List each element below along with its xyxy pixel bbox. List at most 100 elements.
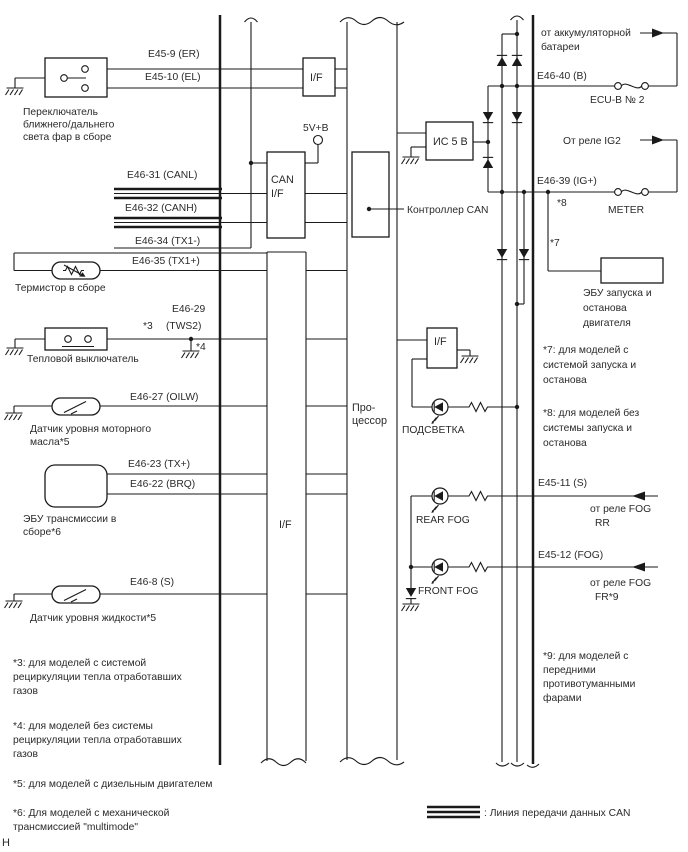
fluid-level-sensor: Датчик уровня жидкости*5: [3, 585, 347, 624]
footnotes-left: *3: для моделей с системой рециркуляции …: [13, 658, 212, 833]
label-headlight-2: ближнего/дальнего: [23, 119, 115, 131]
label-e46-40: E46-40 (B): [537, 71, 587, 82]
label-oil-1: Датчик уровня моторного: [30, 424, 151, 435]
label-e46-34: E46-34 (TX1-): [135, 236, 200, 247]
label-e45-9: E45-9 (ER): [148, 49, 200, 60]
can-controller-box: Контроллер CAN: [351, 151, 488, 238]
label-backlight: ПОДСВЕТКА: [402, 425, 465, 436]
can-if-label-2: I/F: [271, 188, 284, 200]
label-start-stop-1: ЭБУ запуска и: [583, 288, 652, 299]
thermal-switch: Тепловой выключатель: [4, 327, 139, 365]
note-5: *5: для моделей с дизельным двигателем: [13, 779, 212, 790]
label-star8: *8: [557, 198, 567, 209]
tx1-minus-wire: [114, 160, 267, 249]
label-trans-ecu-1: ЭБУ трансмиссии в: [23, 514, 117, 525]
label-star4: *4: [196, 342, 206, 353]
note-9-line-1: *9: для моделей с: [543, 651, 628, 662]
backlight-circuit: I/F ПОДСВЕТКА: [397, 327, 520, 436]
ground-headlight-switch: [4, 87, 25, 96]
fuse-ecu-b-2: [614, 82, 649, 90]
if-top-box: I/F: [302, 57, 347, 97]
note-3-line-2: рециркуляции тепла отработавших: [13, 671, 183, 683]
tx1-riser-line: [244, 17, 258, 248]
label-start-stop-3: двигателя: [583, 318, 631, 329]
power-5v-b: 5V+B: [303, 123, 329, 164]
label-e46-8: E46-8 (S): [130, 577, 174, 588]
ground-fog: [400, 603, 421, 612]
label-e46-29a: E46-29: [172, 304, 205, 315]
diode-fog-ground: [405, 587, 417, 600]
note-8-line-1: *8: для моделей без: [543, 407, 640, 419]
label-e45-11: E45-11 (S): [538, 478, 587, 489]
label-from-ig2: От реле IG2: [563, 136, 621, 147]
note-3-line-3: газов: [13, 686, 38, 697]
label-headlight-3: света фар в сборе: [23, 131, 112, 143]
rear-fog-circuit: REAR FOG E45-11 (S) от реле FOG RR: [411, 478, 658, 529]
label-can-controller: Контроллер CAN: [407, 205, 488, 216]
label-e46-31: E46-31 (CANL): [127, 170, 197, 181]
can-if-label-1: CAN: [271, 174, 294, 186]
if-tall-label: I/F: [279, 519, 292, 531]
label-e45-10: E45-10 (EL): [145, 72, 201, 83]
can-low-line: [114, 187, 267, 200]
diode-network: [482, 15, 540, 768]
note-7-line-3: останова: [543, 375, 587, 386]
resistor-rear-fog: [465, 490, 492, 502]
ic-5v-box: ИС 5 В: [397, 121, 488, 165]
label-thermal-switch: Тепловой выключатель: [27, 354, 139, 365]
led-backlight: [430, 398, 449, 425]
page-marker: H: [2, 837, 10, 849]
label-from-battery-2: батареи: [541, 41, 580, 53]
thermistor-assembly: Термистор в сборе: [15, 261, 106, 294]
tws2-wire: [107, 336, 347, 359]
note-4-line-3: газов: [13, 749, 38, 760]
label-e46-32: E46-32 (CANH): [125, 203, 197, 214]
label-e46-35: E46-35 (TX1+): [132, 256, 200, 267]
note-4-line-2: рециркуляции тепла отработавших: [13, 734, 183, 746]
note-9-line-2: передними: [543, 665, 596, 676]
label-from-fog-rr-2: RR: [595, 518, 610, 529]
label-e46-29b: (TWS2): [166, 321, 201, 332]
ground-oil-sensor: [3, 412, 24, 421]
note-9-line-4: фарами: [543, 692, 582, 704]
ig2-feed: От реле IG2 E46-39 (IG+) *8 METER: [488, 135, 678, 216]
label-from-fog-fr-1: от реле FOG: [590, 578, 651, 589]
label-star7: *7: [550, 238, 560, 249]
label-start-stop-2: останова: [583, 303, 627, 314]
label-fluid-sensor: Датчик уровня жидкости*5: [30, 613, 156, 624]
label-trans-ecu-2: сборе*6: [23, 526, 61, 538]
label-front-fog: FRONT FOG: [418, 586, 478, 597]
label-e46-27: E46-27 (OILW): [130, 392, 198, 403]
resistor-backlight: [465, 401, 492, 413]
label-star3: *3: [143, 321, 153, 332]
note-8-line-3: останова: [543, 438, 587, 449]
label-e46-23: E46-23 (TX+): [128, 459, 190, 470]
label-e46-22: E46-22 (BRQ): [130, 479, 195, 490]
label-e46-39: E46-39 (IG+): [537, 176, 597, 187]
processor-label-1: Про-: [352, 402, 376, 414]
note-7-line-2: системой запуска и: [543, 360, 636, 371]
resistor-front-fog: [465, 561, 492, 573]
ground-fluid-sensor: [3, 600, 24, 609]
note-8-line-2: системы запуска и: [543, 423, 632, 434]
oil-level-sensor: Датчик уровня моторного масла*5: [3, 397, 347, 448]
label-from-battery-1: от аккумуляторной: [541, 28, 631, 39]
label-thermistor: Термистор в сборе: [15, 282, 106, 294]
note-7-line-1: *7: для моделей с: [543, 345, 628, 356]
note-3-line-1: *3: для моделей с системой: [13, 658, 146, 669]
label-rear-fog: REAR FOG: [416, 515, 470, 526]
if-top-label: I/F: [310, 72, 323, 84]
label-from-fog-rr-1: от реле FOG: [590, 504, 651, 515]
label-ecu-b-2: ECU-B № 2: [590, 95, 645, 106]
battery-feed: от аккумуляторной батареи E46-40 (B) ECU…: [488, 28, 678, 106]
processor-column: Про- цессор: [339, 16, 405, 766]
tx1-plus-wire: [13, 252, 347, 272]
note-6-line-1: *6: Для моделей с механической: [13, 808, 170, 819]
led-rear-fog: [430, 487, 449, 514]
if-tall-column: I/F: [260, 251, 307, 767]
note-6-line-2: трансмиссией "multimode": [13, 822, 138, 833]
label-from-fog-fr-2: FR*9: [595, 592, 619, 603]
ground-if-right: [459, 355, 480, 364]
